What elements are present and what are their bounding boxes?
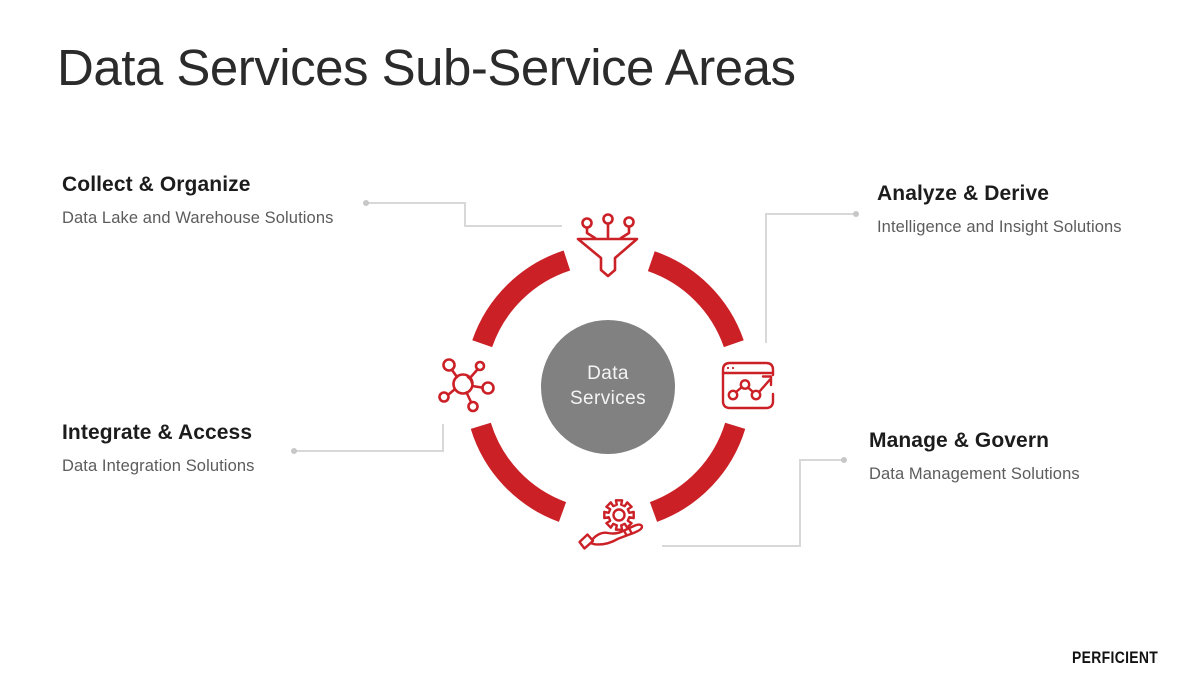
center-node-label-line1: Data <box>587 363 629 385</box>
area-title: Collect & Organize <box>62 173 251 196</box>
center-node-label-line2: Services <box>569 388 647 409</box>
connector-dot <box>363 200 369 206</box>
area-subtitle: Intelligence and Insight Solutions <box>877 218 1122 236</box>
ring-arc-top-right <box>647 251 744 348</box>
connector-dot <box>841 457 847 463</box>
ring-arc-bottom-right <box>649 422 746 522</box>
area-subtitle: Data Lake and Warehouse Solutions <box>62 209 334 227</box>
area-label-analyze-derive: Analyze & Derive Intelligence and Insigh… <box>877 182 1198 237</box>
area-subtitle: Data Integration Solutions <box>62 457 255 475</box>
center-node: Data Services <box>541 320 675 454</box>
perficient-logo: PERFICIENT <box>1072 648 1159 667</box>
funnel-circuit-icon <box>576 213 639 278</box>
connector-analyze <box>765 213 856 343</box>
ring-arc-top-left <box>472 250 571 348</box>
area-title: Manage & Govern <box>869 429 1050 452</box>
browser-analytics-icon <box>721 361 775 410</box>
hand-gear-icon <box>578 499 644 550</box>
ring-arc-bottom-left <box>470 422 567 522</box>
segmented-ring <box>470 250 746 522</box>
page-title: Data Services Sub-Service Areas <box>57 39 796 96</box>
connector-dot <box>291 448 297 454</box>
connector-collect <box>366 202 562 227</box>
connector-manage <box>662 459 844 547</box>
area-title: Analyze & Derive <box>877 182 1050 205</box>
connector-lines <box>294 202 856 547</box>
connector-integrate <box>294 424 444 452</box>
area-subtitle: Data Management Solutions <box>869 465 1080 483</box>
area-label-manage-govern: Manage & Govern Data Management Solution… <box>869 429 1198 484</box>
connector-dot <box>853 211 859 217</box>
connector-dots <box>291 200 859 463</box>
area-title: Integrate & Access <box>62 421 253 444</box>
network-nodes-icon <box>438 358 495 413</box>
area-label-integrate-access: Integrate & Access Data Integration Solu… <box>62 421 422 476</box>
area-label-collect-organize: Collect & Organize Data Lake and Warehou… <box>62 173 422 228</box>
